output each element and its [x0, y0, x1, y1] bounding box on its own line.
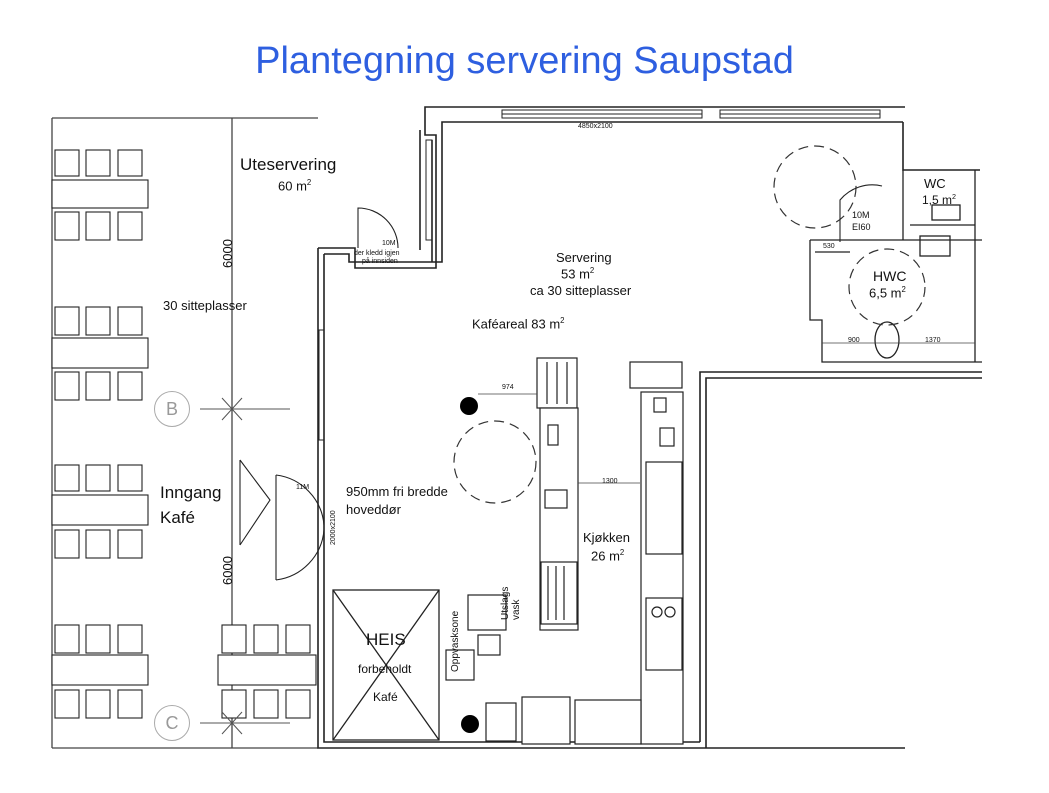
dim-1370: 1370 [925, 337, 941, 344]
side-windows [318, 139, 433, 441]
outdoor-tables [51, 149, 317, 719]
inngang-label: Inngang [160, 483, 222, 502]
columns [460, 397, 479, 733]
kitchen-counters [445, 357, 684, 745]
heis-label: HEIS [366, 630, 406, 649]
axis-grid-lines [200, 397, 290, 735]
elevator-shaft [332, 589, 440, 741]
wc-label: WC [924, 176, 946, 191]
dim-974: 974 [502, 384, 514, 391]
kjokken-label: Kjøkken [583, 530, 630, 545]
top-window [501, 109, 881, 119]
dim-530: 530 [823, 243, 835, 250]
dim-900: 900 [848, 337, 860, 344]
dim-2000: 2000x2100 [330, 510, 337, 545]
kjokken-area: 26 m2 [591, 548, 625, 564]
axis-marker-c: C [154, 705, 190, 741]
utslag-label: Utslags [500, 586, 511, 620]
utslag-line2: vask [511, 599, 522, 620]
inngang-line2: Kafé [160, 508, 195, 527]
door-note-1: der kledd igjen [354, 250, 400, 257]
dim-6000-top: 6000 [220, 239, 235, 268]
toilet-block [809, 170, 982, 363]
hoveddor-label: 950mm fri bredde [346, 484, 448, 499]
kafeareal-label: Kaféareal 83 m2 [472, 316, 565, 332]
axis-marker-b: B [154, 391, 190, 427]
hwc-label: HWC [873, 268, 907, 284]
page-title: Plantegning servering Saupstad [255, 40, 794, 82]
dim-6000-bottom: 6000 [220, 556, 235, 585]
hoveddor-line2: hoveddør [346, 502, 401, 517]
door-tag-10m-b: 10M [852, 210, 870, 220]
door-tag-ei60: EI60 [852, 222, 871, 232]
turning-circles [453, 145, 926, 504]
doors [239, 184, 883, 581]
door-note-2: på innsiden [362, 258, 398, 265]
dim-4850: 4850x2100 [578, 123, 613, 130]
wc-area: 1,5 m2 [922, 192, 957, 207]
door-tag-11m: 11M [296, 484, 310, 491]
oppvask-label: Oppvasksone [450, 610, 461, 672]
uteservering-label: Uteservering [240, 155, 337, 174]
servering-area: 53 m2 [561, 266, 595, 282]
door-tag-10m-a: 10M [382, 240, 396, 247]
servering-seats: ca 30 sitteplasser [530, 283, 632, 298]
dim-1300: 1300 [602, 478, 618, 485]
hwc-area: 6,5 m2 [869, 285, 906, 301]
terrace-outline [51, 117, 318, 749]
heis-line3: Kafé [373, 690, 398, 704]
building-walls [317, 106, 982, 749]
outdoor-seats-label: 30 sitteplasser [163, 298, 247, 313]
heis-line2: forbeholdt [358, 662, 412, 676]
uteservering-area: 60 m2 [278, 178, 312, 194]
dimension-lines [478, 342, 975, 484]
servering-label: Servering [556, 250, 612, 265]
